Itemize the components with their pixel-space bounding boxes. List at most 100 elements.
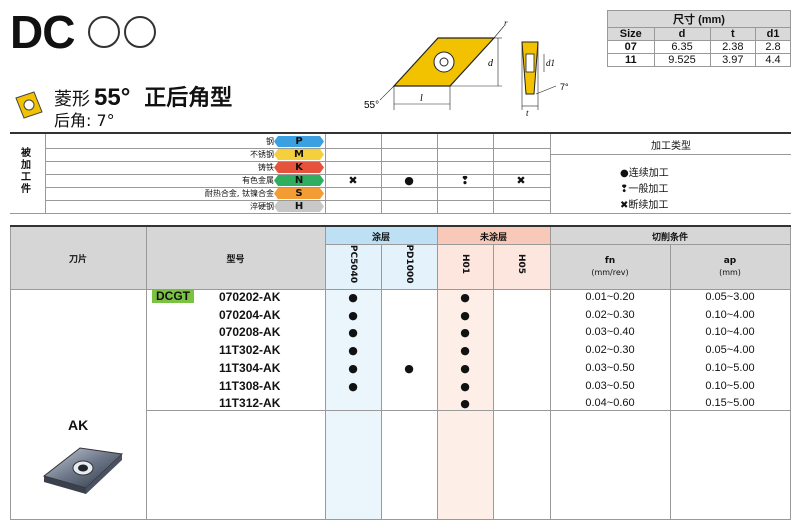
grade-availability-dot: ● xyxy=(348,379,358,393)
size-table: 尺寸 (mm) Size d t d1 07 6.35 2.38 2.8 11 … xyxy=(607,10,791,67)
insert-diagram: 55° l d r d1 t 7° xyxy=(364,18,569,118)
size-cell: 4.4 xyxy=(755,53,791,67)
angle-label: 55° xyxy=(364,100,379,111)
insert-family-badge: DCGT xyxy=(152,290,194,303)
model-number: 070204-AK xyxy=(219,307,281,322)
material-name: 耐热合金, 钛镍合金 xyxy=(204,189,274,198)
grade-availability-dot: ● xyxy=(348,291,358,304)
iso-code-tag: P xyxy=(274,136,324,147)
feed-range: 0.03~0.50 xyxy=(585,361,635,374)
material-suitability-mark: ● xyxy=(404,174,414,187)
size-cell: 11 xyxy=(607,53,655,67)
grade-availability-dot: ● xyxy=(348,344,358,358)
material-suitability-mark: ✖ xyxy=(348,174,358,187)
grade-availability-dot: ● xyxy=(404,361,414,375)
grade-header: H05 xyxy=(516,253,526,275)
feed-range: 0.04~0.60 xyxy=(585,397,635,410)
fn-header: fn xyxy=(604,256,616,266)
legend-continuous: ●连续加工 xyxy=(620,168,669,179)
grade-header: PC5040 xyxy=(348,244,358,284)
grade-availability-dot: ● xyxy=(460,326,470,340)
material-name: 有色金属 xyxy=(242,176,274,185)
size-cell: 9.525 xyxy=(653,53,711,67)
fn-unit: (mm/rev) xyxy=(591,268,629,277)
depth-range: 0.10~5.00 xyxy=(705,379,755,392)
size-table-title: 尺寸 (mm) xyxy=(607,10,791,28)
iso-code-tag: H xyxy=(274,201,324,212)
feed-range: 0.02~0.30 xyxy=(585,344,635,357)
model-number: 11T302-AK xyxy=(219,343,281,358)
iso-code-tag: S xyxy=(274,188,324,199)
legend-interrupted: ✖断续加工 xyxy=(620,200,669,211)
feed-range: 0.02~0.30 xyxy=(585,308,635,321)
grade-header: PD1000 xyxy=(404,244,414,284)
iso-code-tag: M xyxy=(274,149,324,160)
grade-availability-dot: ● xyxy=(460,291,470,304)
shape-desc: 正后角型 xyxy=(144,86,233,111)
grade-availability-dot: ● xyxy=(460,361,470,375)
grade-header: H01 xyxy=(460,253,470,275)
model-number: 070208-AK xyxy=(219,325,281,340)
feed-range: 0.01~0.20 xyxy=(585,291,635,303)
material-suitability-mark: ❢ xyxy=(460,174,470,187)
size-cell: 07 xyxy=(607,40,655,54)
grade-availability-dot: ● xyxy=(348,326,358,340)
model-number: 11T308-AK xyxy=(219,378,281,393)
size-cell: 6.35 xyxy=(653,40,711,54)
material-name: 不锈钢 xyxy=(250,150,274,159)
size-col-header: Size xyxy=(607,27,655,41)
grade-availability-dot: ● xyxy=(460,397,470,411)
legend-general: ❢一般加工 xyxy=(620,184,669,195)
ap-unit: (mm) xyxy=(719,268,741,277)
thickness-label: t xyxy=(526,108,529,118)
circle-icon xyxy=(124,16,156,48)
chipbreaker-label: AK xyxy=(68,417,89,433)
depth-range: 0.05~4.00 xyxy=(705,344,755,357)
grade-availability-dot: ● xyxy=(460,344,470,358)
depth-range: 0.10~4.00 xyxy=(705,308,755,321)
depth-range: 0.10~5.00 xyxy=(705,361,755,374)
grade-availability-dot: ● xyxy=(460,379,470,393)
depth-range: 0.05~3.00 xyxy=(705,291,755,303)
material-name: 钢 xyxy=(266,137,274,146)
size-cell: 2.8 xyxy=(755,40,791,54)
clearance-angle-label: 7° xyxy=(560,82,569,92)
model-number: 11T304-AK xyxy=(219,360,281,375)
feed-range: 0.03~0.40 xyxy=(585,326,635,339)
interrupted-icon: ✖ xyxy=(620,200,629,211)
material-name: 淬硬钢 xyxy=(250,202,274,211)
circle-icon xyxy=(88,16,120,48)
material-suitability-mark: ✖ xyxy=(516,174,526,187)
insert-col-header: 刀片 xyxy=(68,255,87,265)
model-number: 070202-AK xyxy=(219,290,281,304)
size-row: 07 6.35 2.38 2.8 xyxy=(607,40,791,54)
material-section-label: 被加工件 xyxy=(21,148,31,195)
size-col-header: t xyxy=(709,27,757,41)
shape-name: 菱形 xyxy=(54,89,90,110)
series-title: DC xyxy=(10,6,75,58)
material-name: 铸铁 xyxy=(258,163,274,172)
model-col-header: 型号 xyxy=(226,255,245,265)
insert-photo xyxy=(42,447,124,494)
uncoated-header: 未涂层 xyxy=(479,233,507,243)
depth-range: 0.10~4.00 xyxy=(705,326,755,339)
size-cell: 2.38 xyxy=(709,40,757,54)
radius-label: r xyxy=(504,18,508,28)
size-cell: 3.97 xyxy=(709,53,757,67)
feed-range: 0.03~0.50 xyxy=(585,379,635,392)
model-number: 11T312-AK xyxy=(219,396,281,411)
grade-availability-dot: ● xyxy=(348,361,358,375)
continuous-icon: ● xyxy=(620,168,629,179)
coated-header: 涂层 xyxy=(371,233,390,243)
grade-availability-dot: ● xyxy=(348,308,358,322)
size-col-header: d xyxy=(653,27,711,41)
diameter-label: d xyxy=(488,58,494,69)
hole-diameter-label: d1 xyxy=(546,58,555,68)
cutting-conditions-header: 切削条件 xyxy=(651,233,688,243)
grade-availability-dot: ● xyxy=(460,308,470,322)
ap-header: ap xyxy=(723,256,737,266)
size-col-header: d1 xyxy=(755,27,791,41)
shape-angle: 55° xyxy=(94,84,131,111)
depth-range: 0.15~5.00 xyxy=(705,397,755,410)
